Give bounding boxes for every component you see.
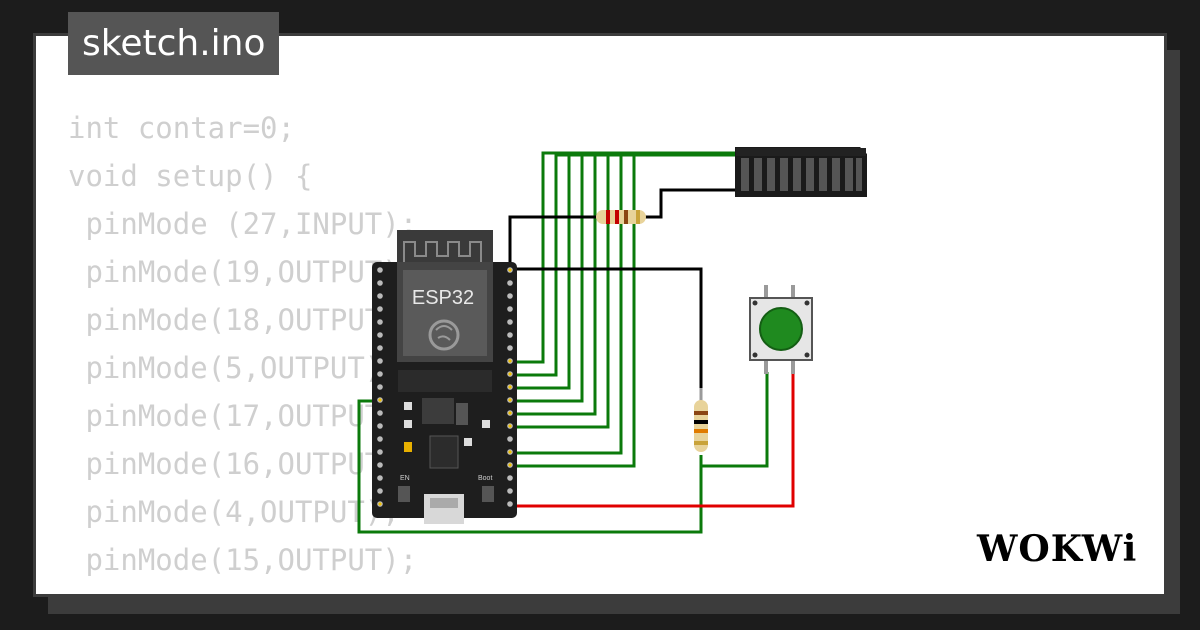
code-line: pinMode(5,OUTPUT);: [68, 351, 400, 385]
esp32-board: ESP32 EN Boot: [372, 230, 517, 524]
preview-card: int contar=0; void setup() { pinMode (27,…: [33, 33, 1167, 597]
code-line: int contar=0;: [68, 111, 295, 145]
pushbutton: [749, 285, 813, 374]
code-line: pinMode (27,INPUT);: [68, 207, 418, 241]
wire-gnd-pulldown: [510, 267, 703, 390]
wire-pin4: [510, 155, 610, 429]
code-line: pinMode(2,OUTPUT);: [68, 584, 417, 594]
code-line: pinMode(15,OUTPUT);: [68, 543, 418, 577]
code-preview: int contar=0; void setup() { pinMode (27,…: [68, 104, 418, 594]
resistor-horizontal: [596, 210, 646, 224]
green-wires: [357, 151, 769, 534]
wire-pin5: [510, 155, 571, 390]
wire-gnd-resistor: [508, 215, 598, 269]
code-line: pinMode(19,OUTPUT);: [68, 255, 418, 289]
code-line: void setup() {: [68, 159, 313, 193]
led-bar-graph: [735, 147, 867, 197]
resistor-vertical: [694, 388, 708, 452]
esp32-label: ESP32: [412, 287, 474, 309]
boot-label: Boot: [478, 475, 492, 482]
black-wires: [508, 188, 735, 390]
file-tab[interactable]: sketch.ino: [68, 12, 280, 75]
wire-pin17: [510, 155, 584, 403]
wire-button: [701, 372, 769, 468]
wire-pin18: [510, 153, 735, 377]
wire-pin19: [510, 151, 735, 364]
code-line: pinMode(16,OUTPUT);: [68, 447, 418, 481]
wire-pin15: [510, 155, 636, 468]
en-label: EN: [400, 475, 410, 482]
wire-pin2: [510, 155, 623, 455]
code-line: pinMode(17,OUTPUT);: [68, 399, 418, 433]
code-line: pinMode(18,OUTPUT);: [68, 303, 418, 337]
wokwi-logo: WOKWi: [977, 528, 1138, 570]
wire-pin16: [510, 155, 597, 416]
wire-resistor-bar: [645, 188, 735, 219]
code-line: pinMode(4,OUTPUT);: [68, 495, 400, 529]
